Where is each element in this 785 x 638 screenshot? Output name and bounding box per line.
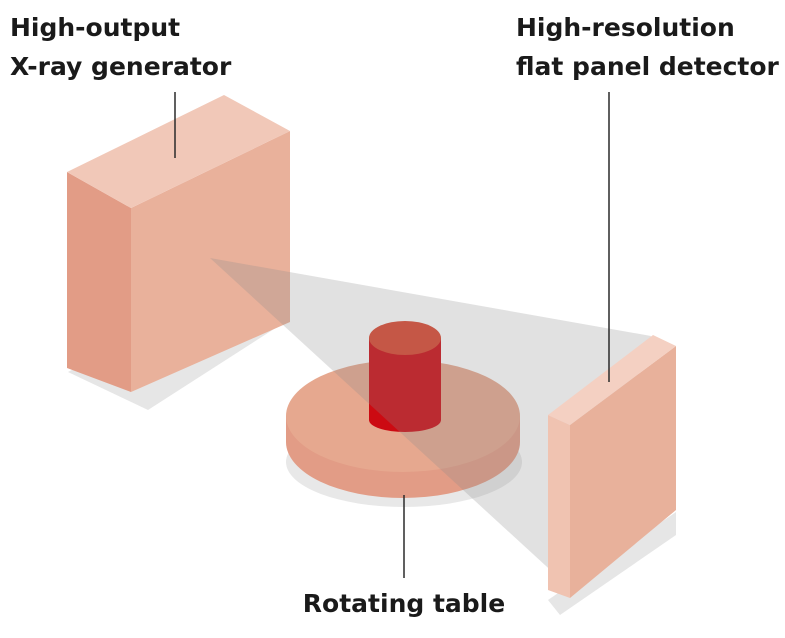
object-body (369, 338, 441, 432)
scanned-object (369, 321, 441, 432)
flat-panel-detector (548, 335, 676, 598)
generator-label-line2: X-ray generator (10, 52, 232, 81)
detector-front-face (570, 346, 676, 598)
generator-label-line1: High-output (10, 13, 180, 42)
generator-top-face (67, 95, 290, 208)
object-top (369, 321, 441, 355)
xray-beam (210, 258, 651, 588)
generator-front-face (131, 131, 290, 392)
table-label: Rotating table (303, 589, 505, 618)
generator-side-face (67, 172, 131, 392)
detector-top-face (548, 335, 676, 425)
detector-side-face (548, 415, 570, 598)
detector-label-line1: High-resolution (516, 13, 735, 42)
xray-generator (67, 95, 290, 392)
detector-label-line2: flat panel detector (516, 52, 780, 81)
